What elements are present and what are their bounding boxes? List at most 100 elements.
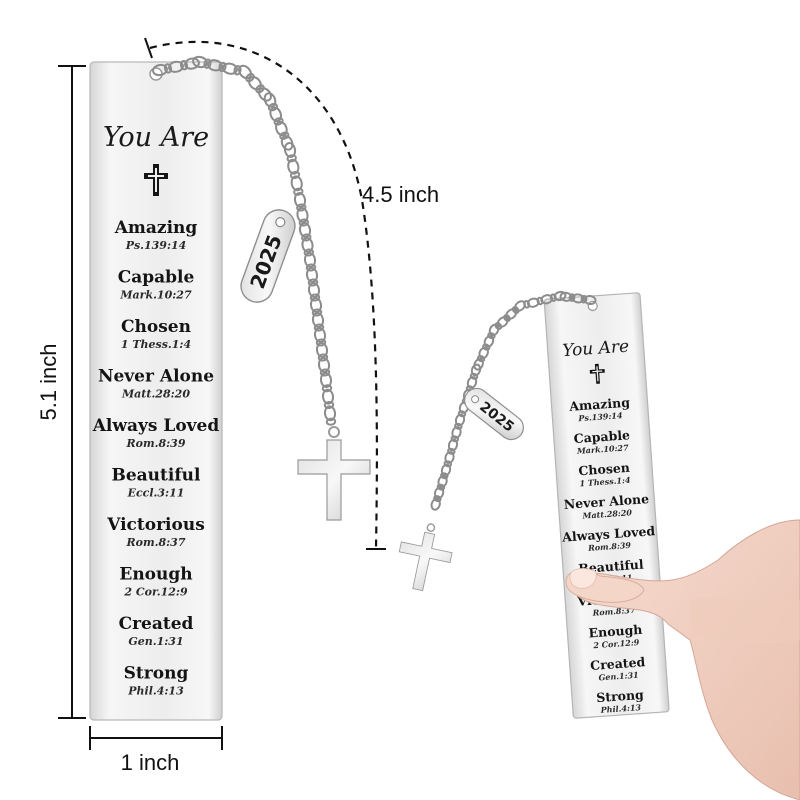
chain-link bbox=[447, 438, 459, 452]
width-dimension: 1 inch bbox=[89, 726, 223, 775]
chain-link bbox=[283, 142, 297, 158]
chain-link bbox=[313, 327, 327, 343]
chain-link bbox=[473, 358, 484, 371]
height-label: 5.1 inch bbox=[36, 343, 61, 420]
chain-link bbox=[487, 332, 496, 340]
chain-link bbox=[309, 297, 323, 313]
chain-link bbox=[309, 293, 321, 302]
chain-link bbox=[317, 353, 329, 362]
chain-link bbox=[323, 405, 337, 422]
bookmark-reference: Phil.4:13 bbox=[127, 685, 184, 698]
chain-link bbox=[571, 293, 585, 304]
bookmark-word: Amazing bbox=[568, 395, 631, 414]
bookmark-word: Enough bbox=[119, 565, 192, 585]
hand-icon bbox=[565, 519, 800, 800]
bookmark-word: Amazing bbox=[114, 218, 198, 238]
chain-link bbox=[580, 294, 588, 304]
chain-link bbox=[436, 483, 446, 491]
chain-link bbox=[319, 368, 331, 377]
chain-link bbox=[496, 316, 509, 328]
chain-link bbox=[315, 342, 329, 358]
chain-link bbox=[482, 343, 491, 351]
chain-link bbox=[233, 65, 242, 76]
chain-link bbox=[303, 248, 314, 257]
chain-link bbox=[286, 154, 297, 163]
bookmark-reference: Ps.139:14 bbox=[577, 410, 623, 423]
chain-link bbox=[301, 233, 312, 242]
chain-link bbox=[163, 63, 173, 74]
bookmark-word: Created bbox=[119, 614, 194, 634]
bookmark-word: Capable bbox=[118, 268, 195, 288]
chain-link bbox=[503, 314, 511, 322]
chain-link bbox=[222, 62, 238, 75]
bookmark-word-list: AmazingPs.139:14CapableMark.10:27Chosen1… bbox=[92, 218, 220, 698]
height-dimension: 5.1 inch bbox=[36, 65, 86, 719]
bookmark-small: You Are AmazingPs.139:14CapableMark.10:2… bbox=[543, 292, 670, 719]
chain-link bbox=[443, 460, 453, 468]
chain-link bbox=[303, 252, 317, 268]
chain-link bbox=[307, 278, 319, 287]
chain-link bbox=[494, 322, 503, 330]
chain-link bbox=[319, 372, 333, 388]
chain-link bbox=[168, 60, 184, 73]
bookmark-word: Chosen bbox=[121, 317, 191, 337]
bookmark-reference: Rom.8:39 bbox=[126, 437, 186, 450]
chain-link bbox=[311, 308, 323, 317]
chain-link bbox=[583, 294, 597, 306]
chain-link bbox=[301, 237, 314, 253]
bookmark-reference: 2 Cor.12:9 bbox=[123, 586, 188, 599]
chain-link bbox=[526, 297, 540, 308]
chain-link bbox=[457, 410, 467, 418]
bookmark-reference: 1 Thess.1:4 bbox=[121, 338, 191, 351]
chain-link bbox=[433, 495, 442, 503]
chain-link bbox=[305, 263, 317, 272]
width-label: 1 inch bbox=[121, 750, 180, 775]
chain-link bbox=[179, 60, 189, 71]
chain-link bbox=[287, 158, 300, 175]
chain-link bbox=[275, 120, 288, 137]
chain-link bbox=[447, 447, 456, 455]
bookmark-reference: 1 Thess.1:4 bbox=[579, 475, 631, 489]
chain-link bbox=[483, 335, 495, 348]
chain-link bbox=[280, 135, 294, 151]
bookmark-reference: Mark.10:27 bbox=[576, 442, 630, 456]
bookmark-reference: Mark.10:27 bbox=[119, 289, 192, 302]
bookmark-word: Created bbox=[590, 654, 646, 673]
chain-link bbox=[430, 497, 441, 511]
bookmark-large: You Are AmazingPs.139:14CapableMark.10:2… bbox=[89, 61, 223, 721]
bookmark-reference: Phil.4:13 bbox=[599, 702, 641, 715]
bookmark-reference: Gen.1:31 bbox=[128, 635, 183, 648]
bookmark-word: Always Loved bbox=[92, 416, 220, 436]
chain-link bbox=[273, 117, 284, 126]
chain-link bbox=[192, 55, 208, 69]
bookmark-reference: 2 Cor.12:9 bbox=[592, 637, 640, 650]
bookmark-word: Capable bbox=[573, 427, 630, 446]
chain-link bbox=[466, 376, 478, 389]
chain-link bbox=[184, 57, 200, 70]
chain-link bbox=[296, 203, 307, 212]
chain-link bbox=[296, 207, 309, 223]
chain-link bbox=[325, 417, 337, 426]
bookmark-word: Never Alone bbox=[98, 367, 214, 387]
chain-link bbox=[279, 131, 290, 140]
chain-link bbox=[311, 312, 325, 328]
chain-link bbox=[478, 346, 489, 360]
chain-dimension: 4.5 inch bbox=[144, 37, 439, 550]
chain-link bbox=[238, 64, 252, 80]
chain-link bbox=[549, 293, 557, 302]
chain-link bbox=[289, 170, 301, 180]
bookmark-header-small: You Are bbox=[562, 337, 630, 362]
chain-link bbox=[469, 372, 479, 380]
bookmark-reference: Ps.139:14 bbox=[125, 239, 187, 252]
chain-link bbox=[298, 222, 312, 238]
bookmark-reference: Matt.28:20 bbox=[121, 388, 190, 401]
bookmark-word: Enough bbox=[588, 622, 643, 641]
chain-link bbox=[307, 282, 321, 298]
bookmark-reference: Gen.1:31 bbox=[598, 670, 639, 683]
chain-link bbox=[559, 291, 573, 302]
chain-link bbox=[321, 384, 333, 393]
chain-link bbox=[298, 218, 309, 227]
chain-link bbox=[470, 363, 482, 377]
chain-link bbox=[454, 413, 466, 427]
chain-link bbox=[290, 175, 303, 192]
